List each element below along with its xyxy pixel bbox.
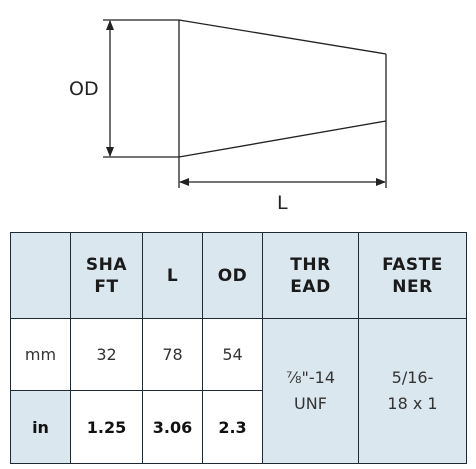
header-fastener: FASTENER — [358, 232, 467, 319]
header-row: SHAFT L OD THREAD FASTENER — [10, 232, 467, 319]
header-corner — [10, 232, 71, 319]
tapered-sleeve-diagram: OD L — [69, 19, 387, 214]
od-label: OD — [69, 78, 99, 100]
header-l: L — [142, 232, 203, 319]
l-label: L — [277, 192, 288, 214]
unit-mm: mm — [10, 318, 71, 391]
thread-line-2: UNF — [294, 394, 327, 413]
spec-table: SHAFT L OD THREAD FASTENER mm 32 78 54 ⅞… — [10, 232, 467, 464]
table-row: in 1.25 3.06 2.3 — [10, 390, 467, 464]
tapered-body-outline — [178, 19, 387, 188]
header-od: OD — [202, 232, 263, 319]
cell-in-od: 2.3 — [202, 390, 263, 464]
cell-mm-l: 78 — [142, 318, 203, 391]
cell-fastener: 5/16- 18 x 1 — [358, 318, 467, 464]
cell-mm-od: 54 — [202, 318, 263, 391]
cell-thread: ⅞"-14 UNF — [262, 318, 359, 464]
table-row: mm 32 78 54 ⅞"-14 UNF 5/16- 18 x 1 — [10, 318, 467, 464]
header-shaft: SHAFT — [70, 232, 143, 319]
cell-in-shaft: 1.25 — [70, 390, 143, 464]
cell-in-l: 3.06 — [142, 390, 203, 464]
header-thread: THREAD — [262, 232, 359, 319]
cell-mm-shaft: 32 — [70, 318, 143, 391]
unit-in: in — [10, 390, 71, 464]
fastener-line-2: 18 x 1 — [387, 394, 438, 413]
thread-line-1: ⅞"-14 — [286, 368, 335, 387]
fastener-line-1: 5/16- — [391, 368, 434, 387]
